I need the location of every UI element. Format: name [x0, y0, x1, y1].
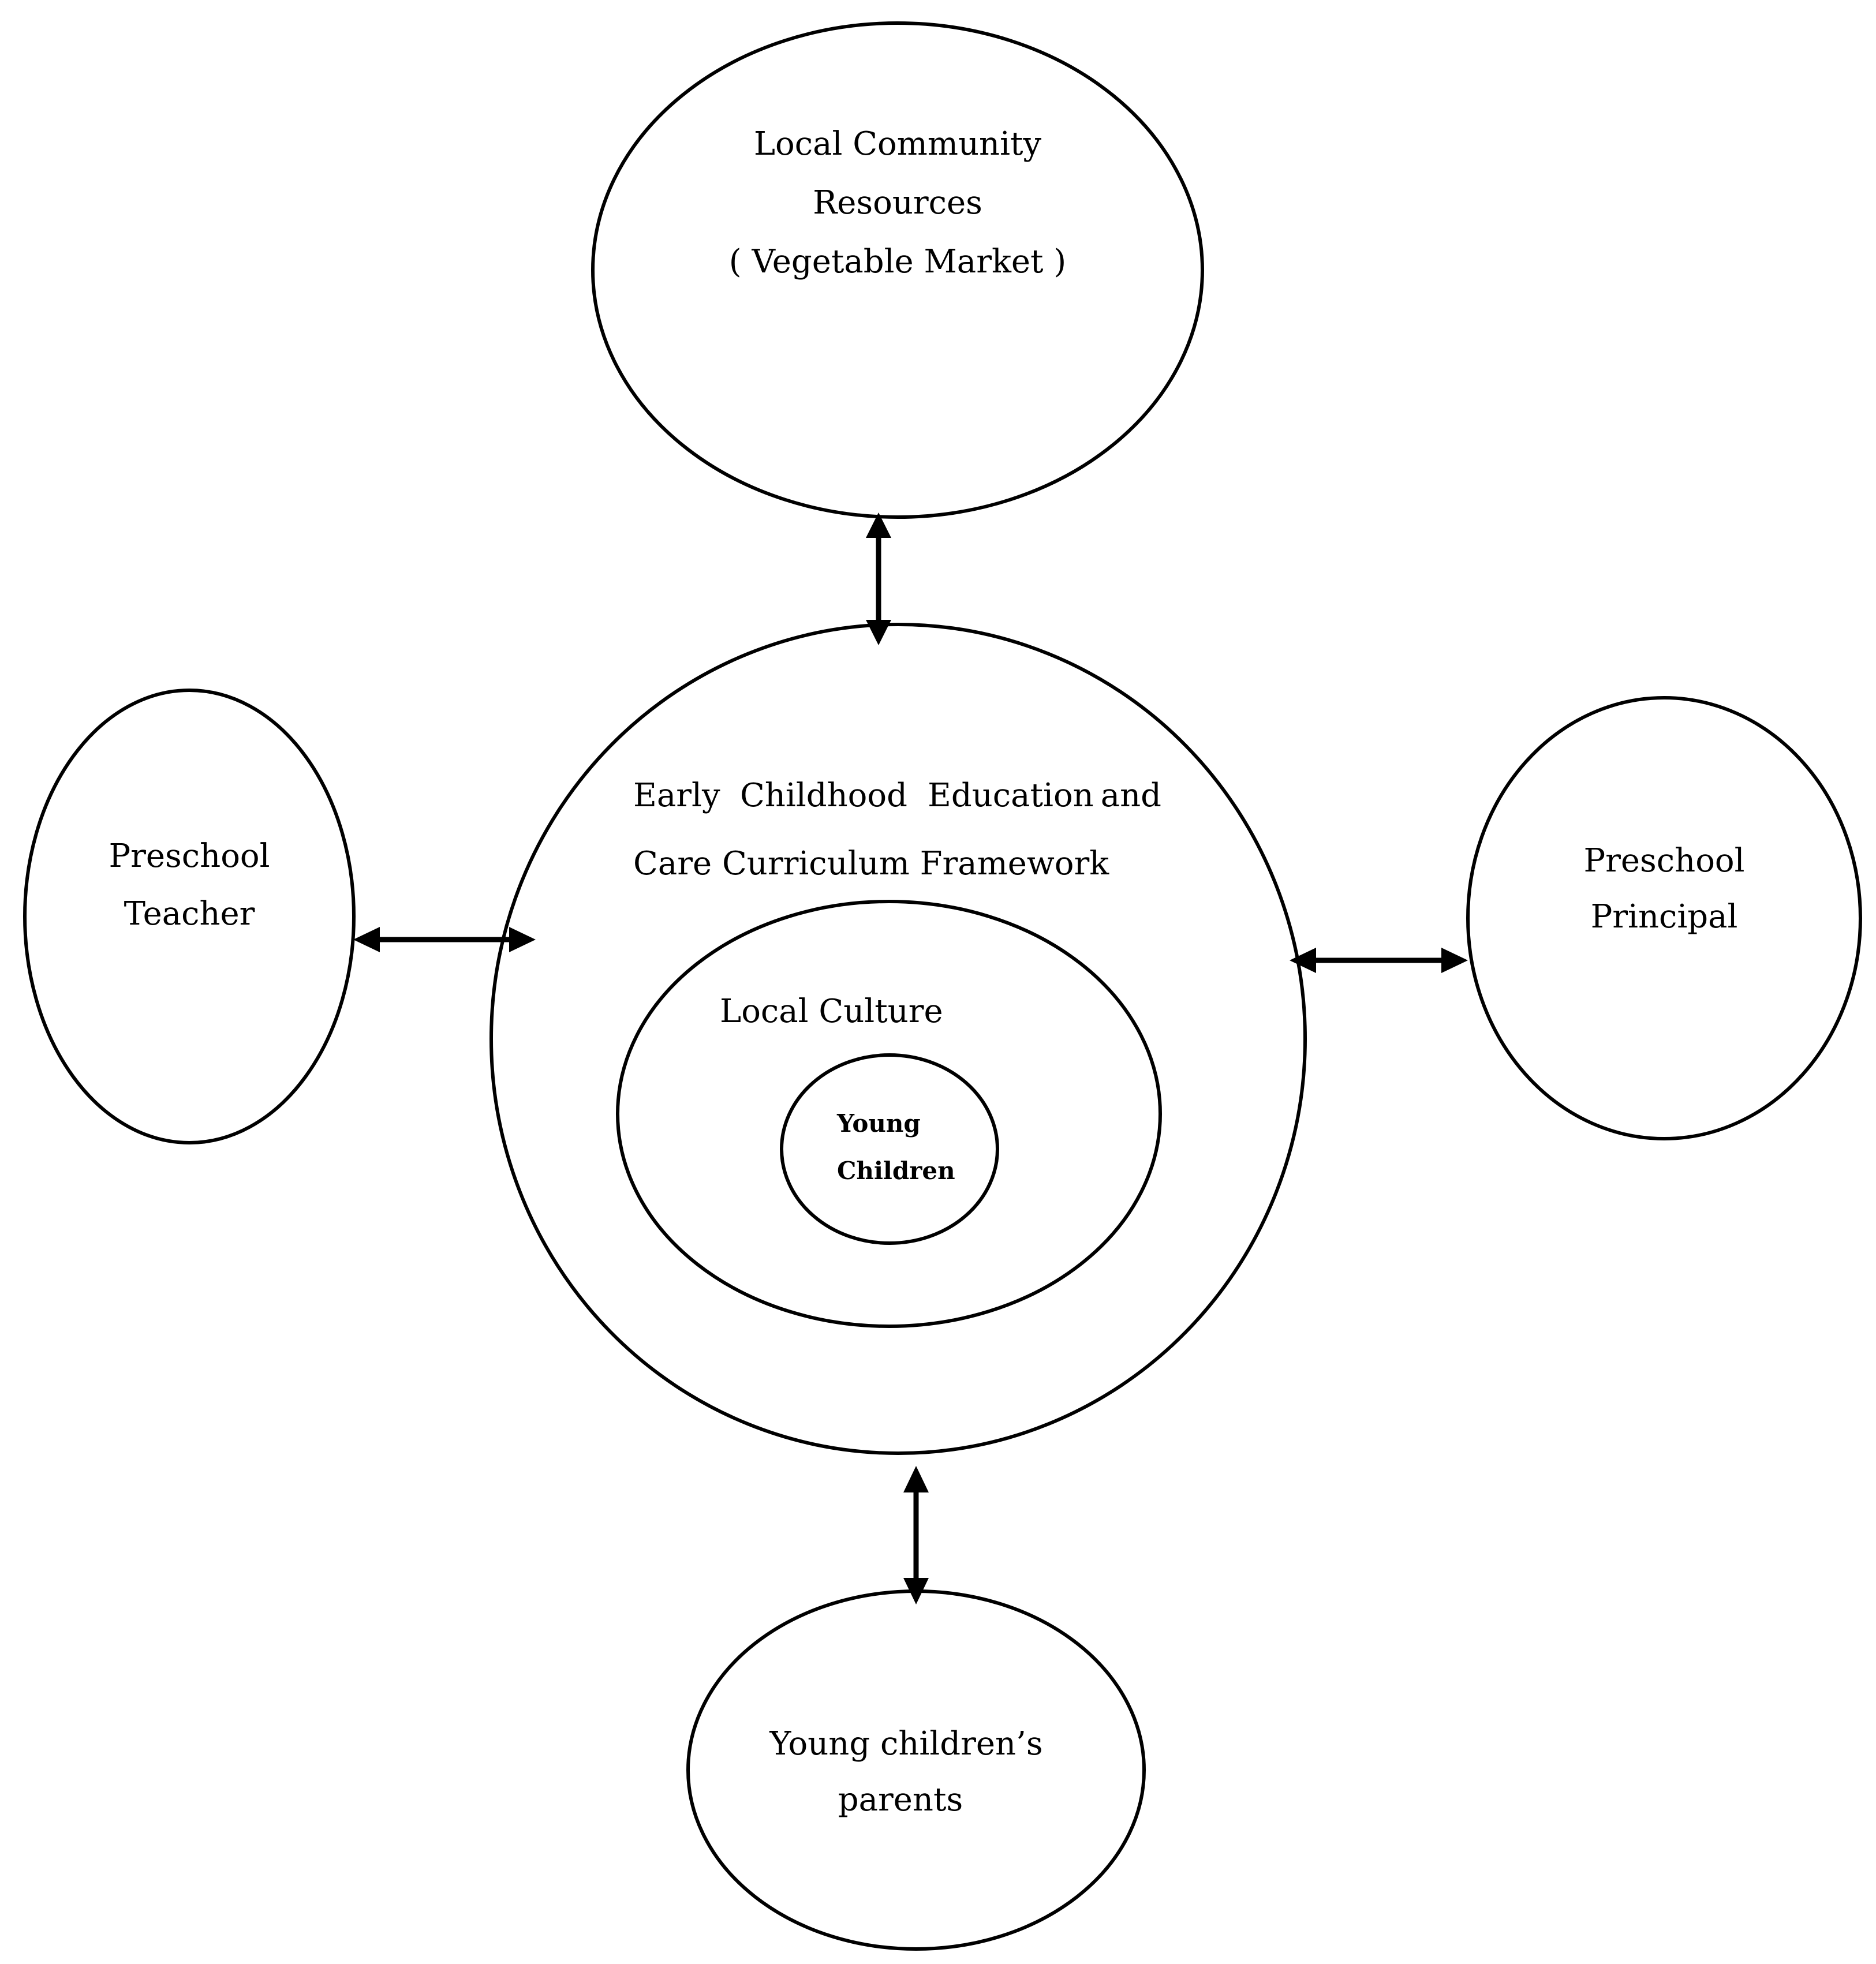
- children-label-line1: Young: [836, 1109, 921, 1138]
- arrow-head-up: [903, 1466, 929, 1492]
- teacher-label-line2: Teacher: [124, 895, 255, 933]
- community-ellipse: [591, 21, 1204, 519]
- arrow-framework-principal: [1290, 948, 1468, 973]
- framework-word-childhood: Childhood: [740, 777, 907, 814]
- children-ellipse: [780, 1053, 999, 1245]
- culture-ellipse: [616, 900, 1162, 1328]
- community-label-line3: ( Vegetable Market ): [729, 243, 1066, 280]
- teacher-label-line1: Preschool: [109, 837, 270, 875]
- framework-word-and: and: [1101, 777, 1161, 814]
- culture-label: Local Culture: [720, 993, 943, 1030]
- principal-label-line1: Preschool: [1583, 842, 1744, 880]
- children-node: Young Children: [780, 1053, 999, 1245]
- framework-label-line2: Care Curriculum Framework: [633, 845, 1109, 882]
- arrow-head-right: [509, 927, 536, 952]
- arrow-teacher-framework: [353, 927, 536, 952]
- arrow-head-up: [866, 512, 891, 538]
- parents-node: Young children’s parents: [686, 1589, 1146, 1951]
- principal-node: Preschool Principal: [1466, 696, 1862, 1140]
- teacher-node: Preschool Teacher: [23, 689, 356, 1144]
- arrow-community-framework: [866, 512, 891, 645]
- arrow-head-down: [866, 620, 891, 645]
- parents-ellipse: [686, 1589, 1146, 1951]
- framework-word-early: Early: [633, 777, 720, 814]
- framework-node: Early Childhood Education and Care Curri…: [489, 623, 1307, 1455]
- principal-ellipse: [1466, 696, 1862, 1140]
- community-label-line1: Local Community: [754, 125, 1042, 163]
- community-node: Local Community Resources ( Vegetable Ma…: [591, 21, 1204, 519]
- arrow-head-down: [903, 1578, 929, 1604]
- principal-label-line2: Principal: [1591, 898, 1738, 936]
- culture-node: Local Culture: [616, 900, 1162, 1328]
- arrow-head-right: [1441, 948, 1468, 973]
- arrow-head-left: [353, 927, 380, 952]
- framework-word-education: Education: [928, 777, 1094, 814]
- arrow-framework-parents: [903, 1466, 929, 1604]
- framework-circle: [489, 623, 1307, 1455]
- community-label-line2: Resources: [813, 184, 982, 222]
- arrow-head-left: [1290, 948, 1316, 973]
- teacher-ellipse: [23, 689, 356, 1144]
- children-label-line2: Children: [837, 1157, 955, 1185]
- parents-label-line1: Young children’s: [769, 1725, 1042, 1763]
- parents-label-line2: parents: [838, 1781, 963, 1819]
